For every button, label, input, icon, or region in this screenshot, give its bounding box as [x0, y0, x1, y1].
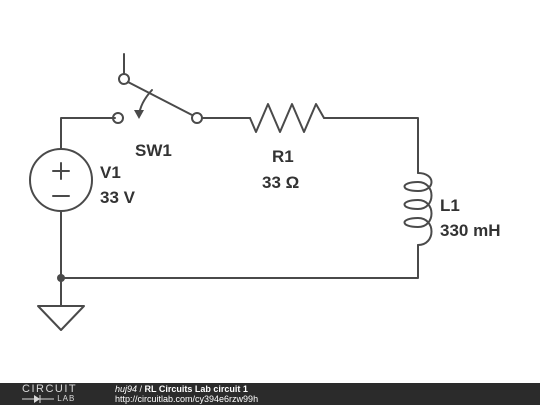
switch-sw1[interactable] [112, 53, 203, 124]
resistor-value-label: 33 Ω [262, 173, 299, 192]
resistor-r1[interactable] [249, 103, 325, 133]
source-name-label: V1 [100, 163, 121, 182]
meta-separator: / [137, 384, 145, 394]
voltage-source-body [29, 148, 93, 212]
ground-junction-dot [57, 274, 65, 282]
circuitlab-logo: CIRCUIT LAB [22, 383, 94, 405]
circuit-url-link[interactable]: http://circuitlab.com/cy394e6rzw99h [115, 394, 259, 404]
ground-triangle [37, 305, 85, 331]
inductor-l1[interactable] [403, 172, 433, 246]
wire-resistor-to-inductor [323, 117, 419, 174]
switch-contact-top [118, 73, 130, 85]
switch-blade [127, 81, 193, 116]
logo-lab-text: LAB [57, 394, 76, 403]
wires [60, 117, 419, 307]
circuit-title: RL Circuits Lab circuit 1 [144, 384, 248, 394]
footer-bar: CIRCUIT LAB huj94 / RL Circuits Lab circ… [0, 383, 540, 405]
circuit-schematic: SW1 V1 33 V R1 33 Ω L1 330 mH [29, 53, 500, 331]
author-link[interactable]: huj94 [115, 384, 138, 394]
logo-wordmark-bottom: LAB [22, 394, 75, 404]
wire-left-top [60, 117, 116, 150]
wire-inductor-bottom [60, 244, 419, 279]
resistor-zigzag [249, 103, 325, 133]
switch-action-arrow-icon [134, 110, 144, 119]
inductor-name-label: L1 [440, 196, 460, 215]
logo-diode-icon [22, 394, 54, 403]
resistor-name-label: R1 [272, 147, 294, 166]
switch-contact-right [191, 112, 203, 124]
switch-contact-left [112, 112, 124, 124]
circuit-meta: huj94 / RL Circuits Lab circuit 1 http:/… [115, 384, 258, 404]
ground-symbol-icon [37, 274, 85, 331]
inductor-coil [403, 172, 433, 246]
logo-wordmark-top: CIRCUIT [22, 383, 78, 395]
switch-name-label: SW1 [135, 141, 172, 160]
inductor-value-label: 330 mH [440, 221, 500, 240]
plus-sign-icon [52, 162, 70, 180]
source-value-label: 33 V [100, 188, 136, 207]
voltage-source-v1[interactable] [29, 148, 93, 212]
